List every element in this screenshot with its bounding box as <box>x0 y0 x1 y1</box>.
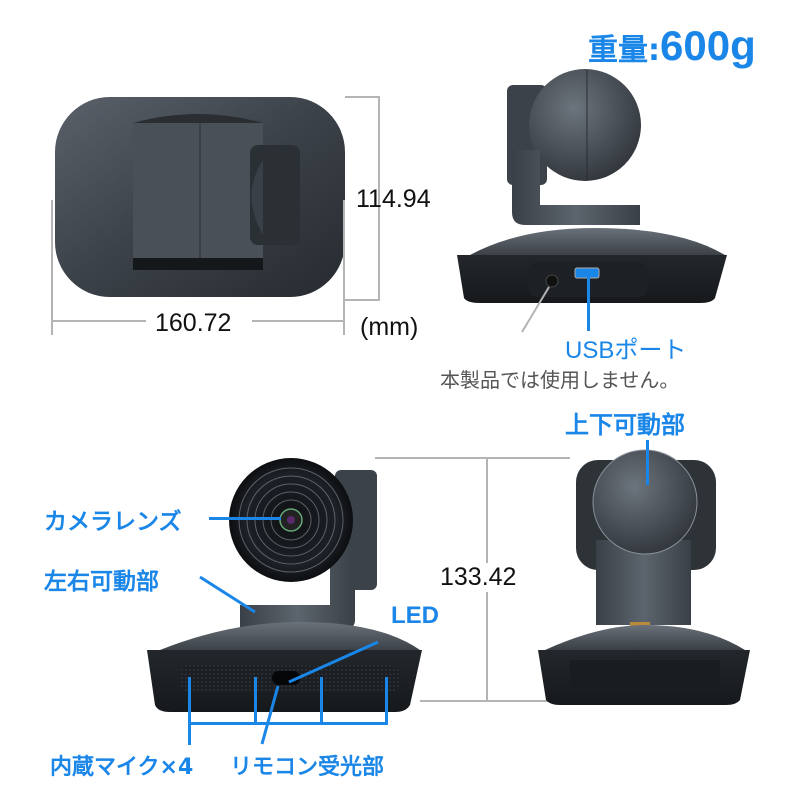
depth-dimension: 114.94 <box>356 185 431 213</box>
weight-value: 600g <box>660 22 756 69</box>
tilt-part-label: 上下可動部 <box>565 411 685 439</box>
unit-label: (mm) <box>360 313 419 341</box>
not-used-note: 本製品では使用しません。 <box>440 368 680 392</box>
width-dimension: 160.72 <box>155 309 232 337</box>
height-dimension: 133.42 <box>440 563 517 592</box>
camera-lens-label: カメラレンズ <box>44 509 182 535</box>
weight-heading: 重量: 600g <box>588 22 756 72</box>
front-view-camera <box>147 458 422 712</box>
usb-port-label: USBポート <box>565 337 687 364</box>
side-view-camera <box>538 449 750 705</box>
weight-label: 重量: <box>588 33 660 68</box>
rear-view-camera <box>457 69 727 303</box>
pan-part-label: 左右可動部 <box>44 569 159 595</box>
remote-receiver-label: リモコン受光部 <box>230 755 385 780</box>
built-in-mic-label: 内蔵マイク×4 <box>50 755 194 780</box>
top-view-camera <box>55 97 345 297</box>
led-label: LED <box>391 602 439 629</box>
